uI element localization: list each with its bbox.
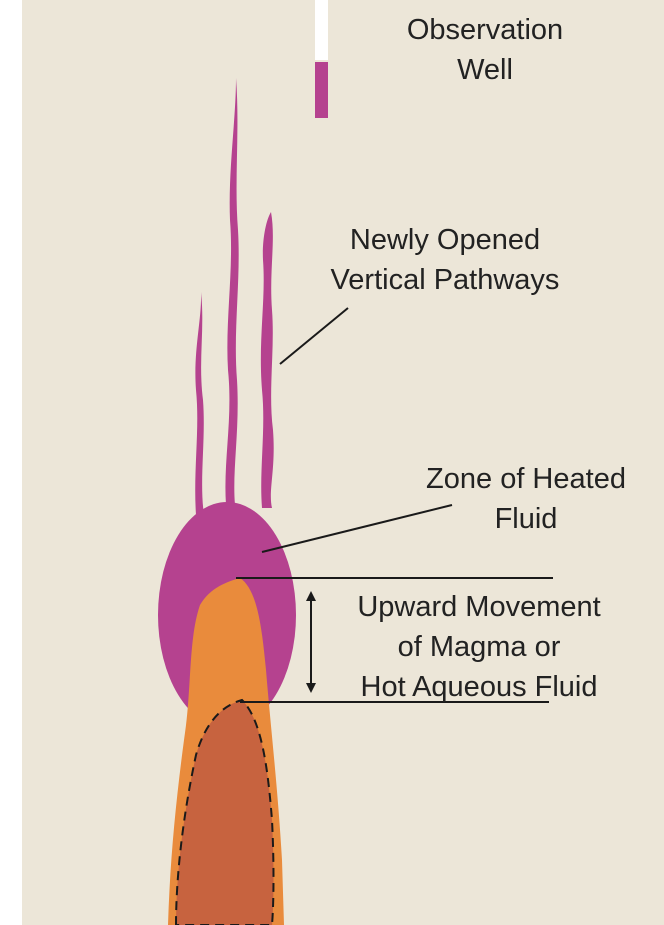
- upward-movement-label-line2: of Magma or: [324, 627, 634, 667]
- observation-well-label-line2: Well: [380, 50, 590, 90]
- observation-well-label-line1: Observation: [380, 10, 590, 50]
- heated-fluid-zone-label-line1: Zone of Heated: [398, 459, 654, 499]
- heated-fluid-zone-label: Zone of Heated Fluid: [398, 459, 654, 539]
- observation-well-label: Observation Well: [380, 10, 590, 90]
- observation-well-screen: [315, 62, 328, 118]
- upward-movement-label-line1: Upward Movement: [324, 587, 634, 627]
- observation-well-shaft: [315, 0, 328, 60]
- vertical-pathways-label: Newly Opened Vertical Pathways: [300, 220, 590, 300]
- vertical-pathways-label-line1: Newly Opened: [300, 220, 590, 260]
- upward-movement-label-line3: Hot Aqueous Fluid: [324, 667, 634, 707]
- vertical-pathways-label-line2: Vertical Pathways: [300, 260, 590, 300]
- heated-fluid-zone-label-line2: Fluid: [398, 499, 654, 539]
- upward-movement-label: Upward Movement of Magma or Hot Aqueous …: [324, 587, 634, 707]
